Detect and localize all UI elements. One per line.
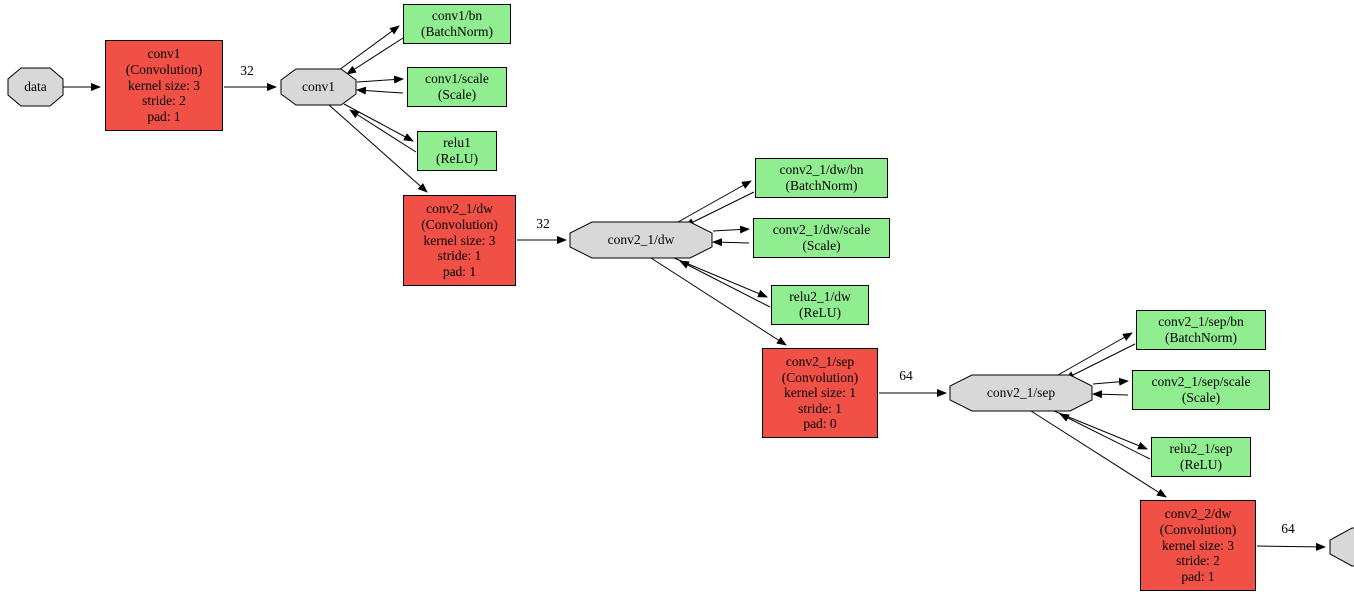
edge-conv1-to-bn (338, 25, 400, 71)
node-data-blob: data (7, 67, 64, 107)
layer-name: conv2_1/sep/scale (1151, 374, 1251, 390)
node-conv2-1-dw-bn: conv2_1/dw/bn (BatchNorm) (755, 158, 888, 198)
edges (63, 25, 1326, 551)
layer-type: (ReLU) (1180, 457, 1222, 472)
edge-scale-to-conv1 (356, 86, 404, 95)
octagon-shape (569, 221, 713, 259)
layer-type: (ReLU) (799, 305, 841, 320)
edge-sep-to-sep-bn (1057, 332, 1133, 376)
layer-name: relu2_1/dw (789, 289, 851, 305)
layer-kernel-size: kernel size: 1 (784, 385, 856, 401)
layer-pad: pad: 1 (147, 108, 181, 124)
layer-name: conv2_2/dw (1164, 506, 1232, 522)
node-conv1-scale: conv1/scale (Scale) (407, 67, 507, 107)
node-relu2-1-dw: relu2_1/dw (ReLU) (771, 285, 869, 325)
edge-label-conv2-2-dw-channels: 64 (1281, 521, 1295, 536)
edge-bn-to-conv1 (346, 37, 404, 75)
node-conv2-1-dw-blob: conv2_1/dw (569, 221, 713, 259)
layer-type: (Convolution) (1159, 522, 1237, 538)
edge-sep-to-relu-sep (1053, 410, 1148, 450)
node-conv1-layer: conv1 (Convolution) kernel size: 3 strid… (105, 40, 223, 131)
node-relu2-1-sep: relu2_1/sep (ReLU) (1151, 437, 1251, 477)
edge-sep-to-sep-scale (1092, 377, 1129, 386)
layer-kernel-size: kernel size: 3 (423, 232, 496, 248)
layer-pad: pad: 0 (803, 416, 837, 432)
blob-label: conv2_1/sep (986, 385, 1056, 401)
layer-name: conv2_1/dw/scale (772, 222, 871, 238)
layer-name: conv1 (147, 46, 181, 62)
edge-sep-bn-to-sep (1064, 343, 1136, 380)
edge-label-conv2-1-dw-channels: 32 (536, 216, 550, 231)
layer-pad: pad: 1 (442, 263, 477, 279)
layer-stride: stride: 1 (798, 400, 842, 416)
layer-pad: pad: 1 (1181, 568, 1215, 584)
layer-type: (BatchNorm) (1165, 330, 1237, 345)
edge-conv1-to-conv2-1-dw-layer (328, 104, 428, 193)
edge-conv1-to-scale (356, 75, 404, 84)
edge-sep-to-conv2-2-dw-layer (1030, 410, 1167, 498)
layer-stride: stride: 2 (142, 93, 186, 109)
layer-type: (Convolution) (421, 217, 498, 233)
layer-name: relu2_1/sep (1169, 441, 1233, 457)
octagon-shape (1329, 527, 1354, 567)
layer-type: (BatchNorm) (421, 24, 493, 39)
edge-relu1-to-conv1 (349, 109, 417, 153)
edge-conv2-2-dw-layer-to-next-blob (1256, 542, 1326, 551)
blob-label: data (24, 79, 47, 95)
layer-name: conv2_1/sep/bn (1158, 314, 1244, 330)
node-relu1: relu1 (ReLU) (417, 131, 497, 171)
edge-relu-sep-to-sep (1059, 413, 1151, 460)
edge-dw-bn-to-dw (684, 191, 755, 227)
node-conv2-1-dw-layer: conv2_1/dw (Convolution) kernel size: 3 … (403, 195, 516, 286)
layer-stride: stride: 2 (1176, 553, 1220, 569)
octagon-shape (7, 67, 64, 107)
blob-label: conv1 (302, 79, 335, 95)
edge-relu-dw-to-dw (679, 260, 771, 308)
node-conv2-2-dw-layer: conv2_2/dw (Convolution) kernel size: 3 … (1140, 500, 1256, 591)
layer-type: (Convolution) (125, 62, 203, 78)
layer-type: (Convolution) (781, 369, 859, 385)
blob-label: conv2_1/dw (607, 232, 675, 248)
layer-type: (Scale) (1181, 390, 1221, 405)
edge-dw-scale-to-dw (712, 238, 750, 247)
layer-kernel-size: kernel size: 3 (1162, 537, 1234, 553)
layer-type: (BatchNorm) (785, 178, 858, 193)
node-conv2-1-sep-blob: conv2_1/sep (949, 374, 1093, 412)
edge-dw-to-dw-scale (712, 225, 750, 234)
layer-name: conv2_1/dw (426, 201, 493, 217)
edge-dw-to-conv2-1-sep-layer (650, 257, 787, 346)
layer-type: (Scale) (437, 87, 477, 102)
node-conv2-1-sep-layer: conv2_1/sep (Convolution) kernel size: 1… (762, 348, 878, 438)
layer-stride: stride: 1 (437, 248, 482, 264)
node-conv2-1-sep-bn: conv2_1/sep/bn (BatchNorm) (1136, 310, 1266, 350)
node-conv2-1-sep-scale: conv2_1/sep/scale (Scale) (1132, 370, 1270, 410)
node-conv2-1-dw-scale: conv2_1/dw/scale (Scale) (753, 218, 890, 258)
edge-dw-to-dw-bn (677, 180, 752, 223)
edge-conv1-to-relu1 (343, 103, 414, 142)
octagon-shape (280, 68, 357, 106)
node-next-blob-partial (1329, 527, 1354, 567)
edge-label-conv1-channels: 32 (240, 63, 254, 78)
node-conv1-bn: conv1/bn (BatchNorm) (403, 4, 511, 44)
layer-name: conv1/scale (425, 71, 489, 87)
layer-type: (Scale) (802, 238, 841, 253)
layer-type: (ReLU) (436, 151, 478, 166)
layer-kernel-size: kernel size: 3 (128, 77, 200, 93)
edge-label-conv2-1-sep-channels: 64 (899, 368, 913, 383)
edge-sep-scale-to-sep (1092, 390, 1129, 399)
node-conv1-blob: conv1 (280, 68, 357, 106)
layer-name: conv2_1/sep (785, 353, 855, 369)
layer-name: conv1/bn (431, 8, 483, 24)
edge-dw-to-relu-dw (673, 257, 768, 298)
layer-name: conv2_1/dw/bn (779, 162, 864, 178)
layer-name: relu1 (443, 135, 471, 151)
octagon-shape (949, 374, 1093, 412)
